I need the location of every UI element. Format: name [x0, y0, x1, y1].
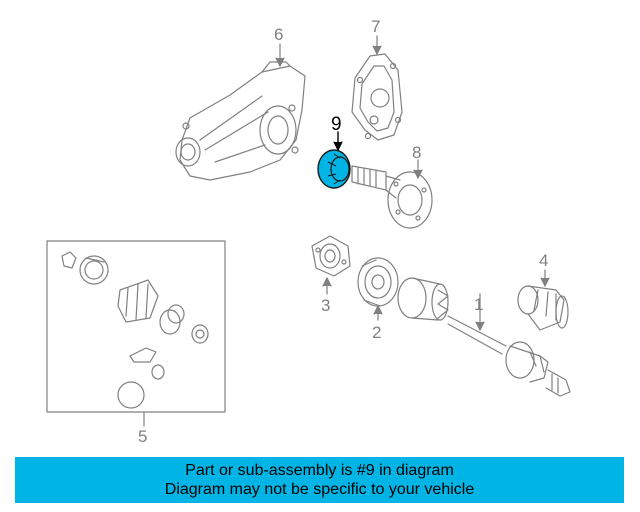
part-1-axle-shaft[interactable] — [397, 277, 571, 397]
callout-8: 8 — [412, 143, 421, 162]
banner-line-1: Part or sub-assembly is #9 in diagram — [185, 462, 454, 479]
info-banner: Part or sub-assembly is #9 in diagram Di… — [15, 457, 624, 503]
leader-arrow-6 — [275, 57, 285, 67]
callout-3: 3 — [321, 296, 330, 315]
callout-4: 4 — [539, 251, 548, 270]
leader-arrow-9 — [333, 141, 343, 151]
boot-kit-frame — [46, 240, 226, 413]
callout-9: 9 — [331, 114, 342, 135]
part-2-bearing[interactable] — [357, 257, 399, 307]
part-5-boot-kit[interactable] — [46, 240, 226, 413]
callout-2: 2 — [372, 323, 381, 342]
leader-arrow-2 — [373, 305, 383, 315]
leader-arrow-7 — [372, 45, 382, 55]
callout-1: 1 — [474, 295, 483, 314]
part-8-output-flange[interactable] — [351, 165, 433, 229]
part-6-differential-housing[interactable] — [175, 61, 306, 181]
callout-6: 6 — [274, 25, 283, 44]
leader-arrow-3 — [322, 277, 332, 287]
leader-arrow-8 — [413, 169, 423, 179]
leader-arrow-4 — [540, 277, 550, 287]
part-9-seal[interactable] — [317, 149, 351, 189]
callout-7: 7 — [371, 17, 380, 36]
part-4-cv-boot[interactable] — [517, 285, 569, 331]
banner-line-2: Diagram may not be specific to your vehi… — [164, 481, 475, 498]
part-7-cover-plate[interactable] — [351, 53, 403, 141]
leader-arrow-1 — [475, 321, 485, 331]
part-3-flange[interactable] — [311, 235, 351, 277]
callout-5: 5 — [138, 427, 147, 446]
